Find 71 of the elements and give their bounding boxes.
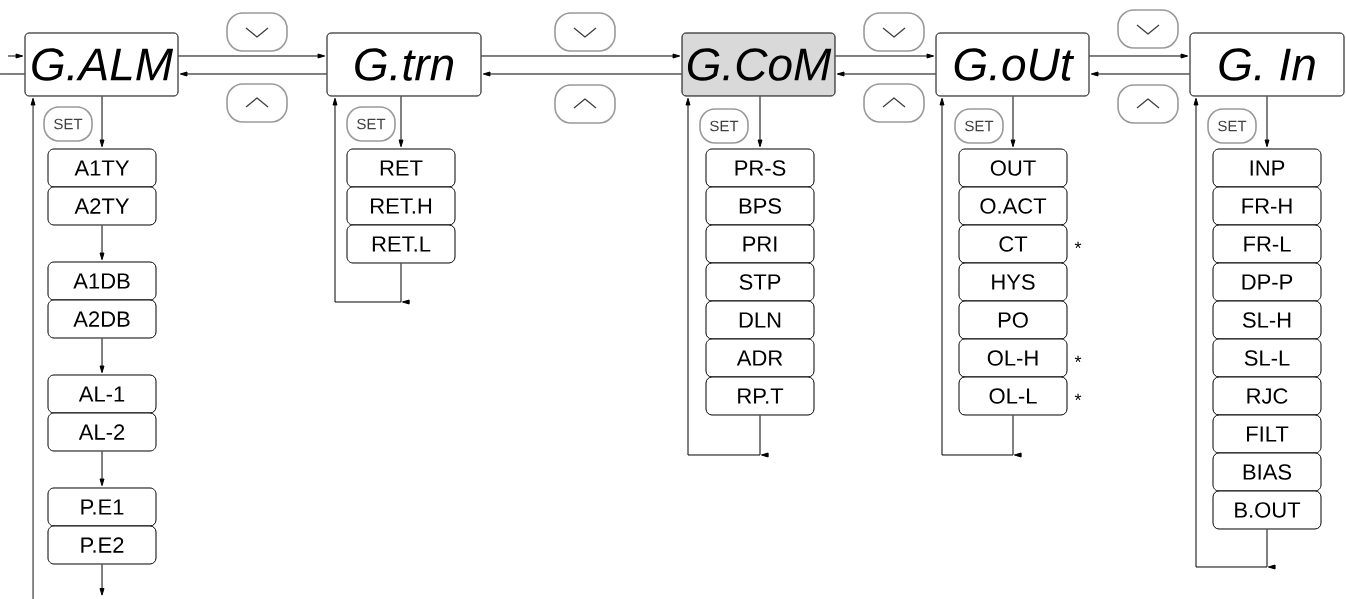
parameter-box: RET: [346, 148, 456, 188]
footnote-mark: *: [1074, 393, 1082, 401]
display-box: G.ALM: [24, 32, 179, 97]
parameter-box: A1TY: [47, 148, 157, 188]
parameter-box: CT: [958, 224, 1068, 264]
arrow: [398, 96, 404, 148]
parameter-box: OL-H: [958, 338, 1068, 378]
arrow: [332, 97, 410, 305]
arrow: [99, 96, 105, 148]
parameter-box: O.ACT: [958, 186, 1068, 226]
parameter-box: B.OUT: [1212, 490, 1322, 530]
set-button: SET: [346, 106, 396, 142]
arrow: [179, 71, 327, 77]
parameter-box: RJC: [1212, 376, 1322, 416]
parameter-box: PRI: [705, 224, 815, 264]
arrow: [1193, 97, 1276, 570]
parameter-box: FR-H: [1212, 186, 1322, 226]
arrow: [99, 564, 105, 596]
parameter-box: DP-P: [1212, 262, 1322, 302]
set-button: SET: [954, 108, 1004, 144]
display-box: G. In: [1189, 32, 1345, 97]
arrow: [1089, 53, 1189, 59]
parameter-box: SL-L: [1212, 338, 1322, 378]
arrow: [178, 53, 326, 59]
parameter-box: A2TY: [47, 186, 157, 226]
footnote-mark: *: [1074, 241, 1082, 249]
arrow: [939, 97, 1022, 458]
display-box: G.oUt: [935, 32, 1090, 97]
parameter-box: FR-L: [1212, 224, 1322, 264]
parameter-box: P.E1: [47, 487, 157, 527]
parameter-box: ADR: [705, 338, 815, 378]
arrow: [1264, 96, 1270, 148]
parameter-box: BIAS: [1212, 452, 1322, 492]
arrow: [99, 338, 105, 374]
parameter-box: DLN: [705, 300, 815, 340]
parameter-box: AL-1: [47, 374, 157, 414]
set-button: SET: [43, 106, 93, 142]
parameter-box: A2DB: [47, 299, 157, 339]
set-button: SET: [1207, 108, 1257, 144]
parameter-box: RET.L: [346, 224, 456, 264]
parameter-box: SL-H: [1212, 300, 1322, 340]
arrow: [1090, 71, 1190, 77]
parameter-box: OUT: [958, 148, 1068, 188]
arrow: [836, 71, 936, 77]
parameter-box: STP: [705, 262, 815, 302]
arrow: [481, 53, 681, 59]
set-button: SET: [699, 108, 749, 144]
parameter-box: HYS: [958, 262, 1068, 302]
parameter-box: RET.H: [346, 186, 456, 226]
parameter-box: FILT: [1212, 414, 1322, 454]
arrow: [7, 53, 24, 59]
parameter-box: P.E2: [47, 525, 157, 565]
arrow: [99, 451, 105, 487]
arrow: [1010, 96, 1016, 148]
arrow: [835, 53, 935, 59]
parameter-box: INP: [1212, 148, 1322, 188]
parameter-box: RP.T: [705, 376, 815, 416]
display-box: G.CoM: [681, 32, 836, 97]
parameter-box: AL-2: [47, 412, 157, 452]
parameter-box: OL-L: [958, 376, 1068, 416]
arrow: [757, 96, 763, 148]
arrow: [482, 71, 682, 77]
arrow: [30, 97, 36, 599]
footnote-mark: *: [1074, 355, 1082, 363]
arrow: [685, 97, 769, 458]
parameter-box: PR-S: [705, 148, 815, 188]
parameter-box: PO: [958, 300, 1068, 340]
arrow: [99, 225, 105, 261]
parameter-box: BPS: [705, 186, 815, 226]
parameter-box: A1DB: [47, 261, 157, 301]
display-box: G.trn: [326, 32, 482, 97]
